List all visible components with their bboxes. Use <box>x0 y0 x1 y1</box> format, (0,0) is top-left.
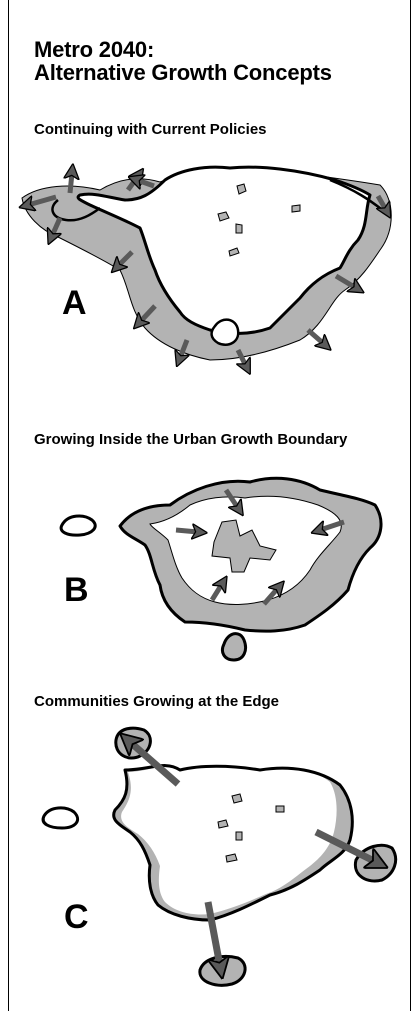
growth-arrow <box>306 328 324 344</box>
growth-arrow <box>175 530 198 532</box>
concept-b-map <box>59 476 383 662</box>
growth-arrow <box>223 488 238 508</box>
concept-b-satellite-west <box>59 514 97 537</box>
concept-c-center <box>231 793 243 804</box>
growth-arrow <box>262 588 278 606</box>
concept-c-center <box>225 853 238 863</box>
concept-a-outward-arrows <box>28 173 386 366</box>
concept-a-satellite-community <box>210 318 240 347</box>
concept-a-center <box>236 183 247 195</box>
concept-c-urban-boundary <box>121 761 337 915</box>
growth-arrow <box>314 828 376 862</box>
concept-a-centers <box>217 183 301 257</box>
growth-arrow <box>320 519 345 530</box>
concept-c-center <box>235 831 243 841</box>
growth-arrow <box>180 339 187 358</box>
concept-a-center <box>228 247 240 257</box>
concept-b-letter: B <box>64 571 89 609</box>
concept-c-outward-arrows <box>130 742 376 966</box>
growth-arrow <box>235 348 246 366</box>
growth-arrow <box>137 180 155 186</box>
concept-c-heading: Communities Growing at the Edge <box>34 693 280 710</box>
growth-arrow <box>70 173 72 194</box>
growth-arrow <box>209 584 222 602</box>
concept-a-center <box>235 223 243 234</box>
growth-arrow <box>130 742 181 787</box>
title-line-1: Metro 2040: <box>34 37 155 62</box>
concept-c-center <box>275 805 285 813</box>
concept-c-boundary-line <box>112 764 354 922</box>
concept-a-heading: Continuing with Current Policies <box>34 121 267 138</box>
growth-arrow <box>118 250 134 266</box>
concept-a-map <box>22 167 392 366</box>
growth-arrow <box>204 901 220 966</box>
concept-c-edge-community-east <box>353 843 398 883</box>
concept-b-heading: Growing Inside the Urban Growth Boundary <box>34 431 348 448</box>
concept-b-center-cluster <box>211 519 277 573</box>
page-title: Metro 2040: Alternative Growth Concepts <box>34 38 332 84</box>
title-line-2: Alternative Growth Concepts <box>34 60 332 85</box>
growth-arrow <box>52 216 63 236</box>
concept-c-map <box>41 726 398 987</box>
concept-c-center <box>217 819 229 829</box>
concept-c-satellite-west <box>41 806 79 830</box>
concept-a-center <box>217 211 230 222</box>
growth-arrow <box>28 194 57 205</box>
concept-c-centers <box>217 793 285 863</box>
concept-b-inward-arrows <box>175 488 345 606</box>
concept-b-satellite-south <box>220 632 248 662</box>
concept-a-letter: A <box>62 284 87 322</box>
growth-arrow <box>334 273 356 288</box>
concept-c-letter: C <box>64 898 89 936</box>
growth-arrow <box>375 194 386 210</box>
growth-arrow <box>140 304 157 322</box>
concept-a-center <box>291 204 301 213</box>
panel-frame <box>8 0 411 1011</box>
